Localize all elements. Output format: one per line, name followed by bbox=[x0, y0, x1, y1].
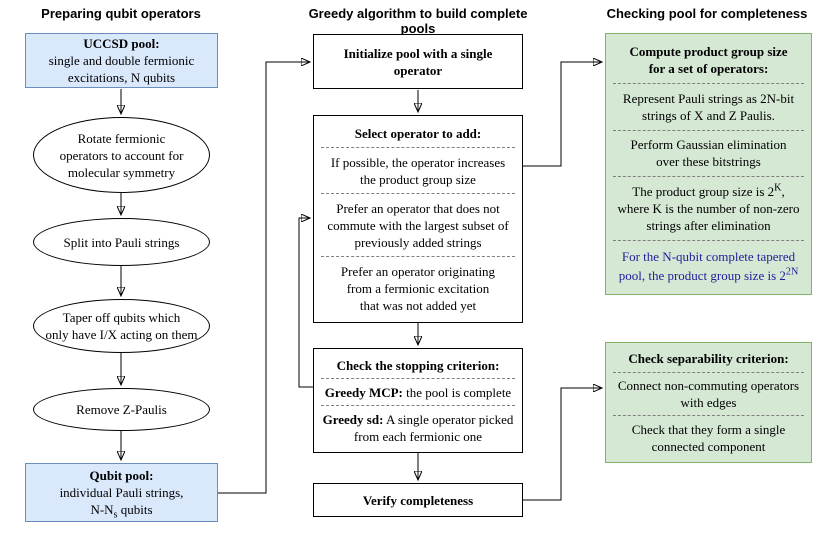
column-header-preparing: Preparing qubit operators bbox=[41, 6, 201, 21]
connector-stopping-loop-to-select bbox=[298, 218, 313, 388]
tapered-note-sup: 2N bbox=[785, 266, 799, 278]
qubit-pool-line2-sub: s bbox=[113, 509, 118, 521]
greedy-sd-label: Greedy sd: bbox=[322, 411, 384, 427]
initialize-pool-box: Initialize pool with a single operator bbox=[313, 34, 523, 89]
separability-step-component: Check that they form a single connected … bbox=[631, 421, 786, 454]
divider bbox=[321, 193, 515, 194]
connector-qubitpool-to-initialize bbox=[218, 62, 310, 494]
qubit-pool-line1: individual Pauli strings, bbox=[59, 485, 184, 500]
separability-step-connect: Connect non-commuting operators with edg… bbox=[617, 377, 800, 410]
tapered-pool-note-line1: For the N-qubit complete tapered bbox=[621, 249, 796, 265]
column-header-greedy: Greedy algorithm to build complete pools bbox=[308, 6, 528, 36]
product-group-box: Compute product group size for a set of … bbox=[605, 33, 812, 295]
connector-select-to-productgroup bbox=[523, 62, 602, 167]
greedy-mcp-text: the pool is complete bbox=[402, 384, 512, 400]
separability-title: Check separability criterion: bbox=[628, 351, 789, 367]
split-pauli-label: Split into Pauli strings bbox=[63, 234, 180, 250]
product-group-step-size: The product group size is 2K, where K is… bbox=[610, 183, 807, 234]
product-group-title: Compute product group size for a set of … bbox=[629, 43, 788, 76]
divider bbox=[613, 415, 804, 417]
taper-qubits-ellipse: Taper off qubits which only have I/X act… bbox=[33, 299, 210, 353]
group-size-sup: K bbox=[774, 182, 782, 194]
remove-z-ellipse: Remove Z-Paulis bbox=[33, 388, 210, 431]
remove-z-label: Remove Z-Paulis bbox=[76, 402, 167, 417]
tapered-note-pre: pool, the product group size is 2 bbox=[618, 268, 786, 284]
divider bbox=[613, 129, 804, 131]
tapered-pool-note: For the N-qubit complete tapered pool, t… bbox=[610, 247, 807, 285]
qubit-pool-line2-post: qubits bbox=[117, 502, 153, 517]
group-size-pre: The product group size is 2 bbox=[632, 184, 775, 200]
product-group-step-represent: Represent Pauli strings as 2N-bit string… bbox=[622, 90, 795, 123]
select-rule-fermionic: Prefer an operator originating from a fe… bbox=[340, 263, 496, 313]
divider bbox=[321, 147, 515, 148]
select-operator-title: Select operator to add: bbox=[354, 125, 482, 141]
greedy-sd-rule: Greedy sd: A single operator picked from… bbox=[318, 411, 518, 445]
group-size-post: , bbox=[781, 184, 785, 200]
qubit-pool-title: Qubit pool: bbox=[89, 468, 154, 483]
divider bbox=[613, 240, 804, 242]
initialize-pool-label: Initialize pool with a single operator bbox=[343, 45, 493, 78]
divider bbox=[321, 378, 515, 379]
taper-qubits-label: Taper off qubits which only have I/X act… bbox=[45, 310, 198, 342]
stopping-criterion-box: Check the stopping criterion: Greedy MCP… bbox=[313, 348, 523, 453]
separability-box: Check separability criterion: Connect no… bbox=[605, 342, 812, 463]
product-group-size-rest: where K is the number of non-zero string… bbox=[617, 201, 800, 234]
product-group-step-gaussian: Perform Gaussian elimination over these … bbox=[630, 137, 787, 170]
uccsd-pool-body: single and double fermionic excitations,… bbox=[48, 53, 195, 85]
verify-completeness-label: Verify completeness bbox=[362, 492, 474, 508]
column-header-checking: Checking pool for completeness bbox=[606, 6, 808, 21]
product-group-size-line1: The product group size is 2K, bbox=[610, 183, 807, 200]
divider bbox=[613, 82, 804, 84]
split-pauli-ellipse: Split into Pauli strings bbox=[33, 218, 210, 266]
qubit-pool-box: Qubit pool: individual Pauli strings, N-… bbox=[25, 463, 218, 522]
connector-verify-to-separability bbox=[523, 388, 602, 501]
divider bbox=[321, 256, 515, 257]
divider bbox=[613, 176, 804, 178]
verify-completeness-box: Verify completeness bbox=[313, 483, 523, 517]
divider bbox=[613, 371, 804, 373]
rotate-fermionic-label: Rotate fermionic operators to account fo… bbox=[59, 130, 184, 180]
select-operator-box: Select operator to add: If possible, the… bbox=[313, 115, 523, 323]
qubit-pool-line2-pre: N-N bbox=[90, 502, 114, 517]
select-rule-noncommute: Prefer an operator that does not commute… bbox=[327, 200, 509, 250]
greedy-mcp-rule: Greedy MCP: the pool is complete bbox=[318, 384, 518, 401]
greedy-mcp-label: Greedy MCP: bbox=[324, 384, 403, 400]
tapered-pool-note-line2: pool, the product group size is 22N bbox=[610, 266, 807, 285]
greedy-sd-text: A single operator picked from each fermi… bbox=[353, 411, 514, 444]
qubit-pool-line2: N-Ns qubits bbox=[90, 501, 153, 521]
rotate-fermionic-ellipse: Rotate fermionic operators to account fo… bbox=[33, 117, 210, 193]
uccsd-pool-box: UCCSD pool: single and double fermionic … bbox=[25, 33, 218, 88]
uccsd-pool-title: UCCSD pool: bbox=[83, 36, 160, 51]
select-rule-group-size: If possible, the operator increases the … bbox=[330, 154, 506, 187]
stopping-criterion-title: Check the stopping criterion: bbox=[336, 357, 500, 373]
divider bbox=[321, 405, 515, 406]
